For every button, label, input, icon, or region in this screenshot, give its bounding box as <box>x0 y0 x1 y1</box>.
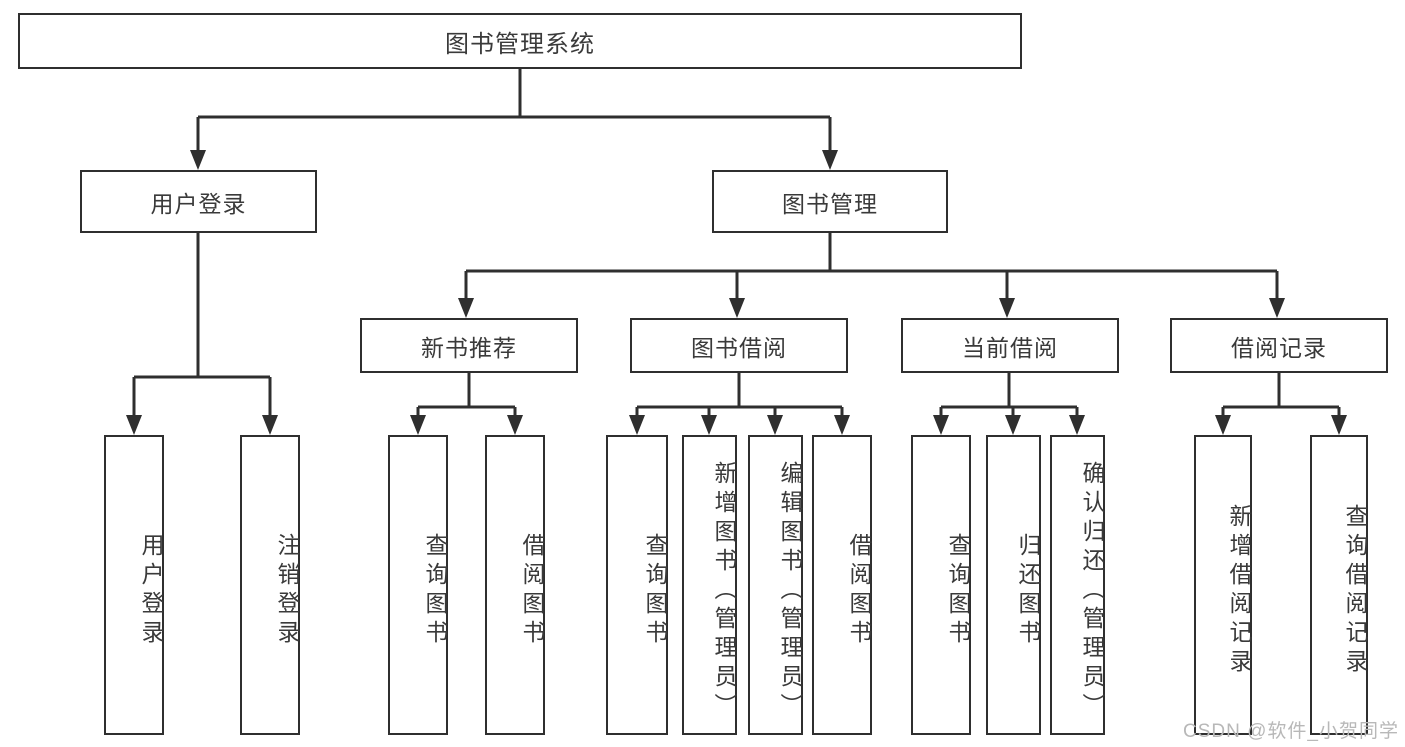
node-leaf-query-book-2[interactable]: 查询图书 <box>606 435 668 735</box>
node-label-borrow-record: 借阅记录 <box>1231 334 1327 361</box>
node-user-login[interactable]: 用户登录 <box>80 170 317 233</box>
node-leaf-edit-book[interactable]: 编辑图书（管理员） <box>748 435 803 735</box>
node-label-leaf-user-login: 用户登录 <box>138 533 164 649</box>
node-leaf-return-book[interactable]: 归还图书 <box>986 435 1041 735</box>
node-label-root: 图书管理系统 <box>445 30 595 58</box>
node-leaf-borrow-book-2[interactable]: 借阅图书 <box>812 435 872 735</box>
node-leaf-query-book-3[interactable]: 查询图书 <box>911 435 971 735</box>
node-label-leaf-query-book-2: 查询图书 <box>642 533 668 649</box>
node-label-leaf-edit-book: 编辑图书（管理员） <box>777 460 803 722</box>
connector-group-book-manage-to-level2 <box>458 233 1285 318</box>
node-label-leaf-add-book: 新增图书（管理员） <box>711 460 737 722</box>
node-label-current-borrow: 当前借阅 <box>962 334 1058 361</box>
node-borrow-record[interactable]: 借阅记录 <box>1170 318 1388 373</box>
connector-group-current-borrow-to-leaves <box>933 373 1085 435</box>
node-leaf-borrow-book-1[interactable]: 借阅图书 <box>485 435 545 735</box>
node-book-borrow[interactable]: 图书借阅 <box>630 318 848 373</box>
node-label-new-book-rec: 新书推荐 <box>421 334 517 361</box>
connector-group-book-borrow-to-leaves <box>629 373 850 435</box>
connector-group-root-to-level1 <box>190 69 838 170</box>
node-book-manage[interactable]: 图书管理 <box>712 170 948 233</box>
connector-group-new-book-rec-to-leaves <box>410 373 523 435</box>
node-label-leaf-query-book-3: 查询图书 <box>945 533 971 649</box>
node-leaf-logout[interactable]: 注销登录 <box>240 435 300 735</box>
node-leaf-query-book-1[interactable]: 查询图书 <box>388 435 448 735</box>
node-current-borrow[interactable]: 当前借阅 <box>901 318 1119 373</box>
node-label-leaf-logout: 注销登录 <box>274 533 300 649</box>
node-label-leaf-borrow-book-2: 借阅图书 <box>846 533 872 649</box>
watermark-label: CSDN @软件_小贺同学 <box>1183 721 1399 742</box>
connector-group-borrow-record-to-leaves <box>1215 373 1347 435</box>
node-leaf-add-book[interactable]: 新增图书（管理员） <box>682 435 737 735</box>
node-label-leaf-query-book-1: 查询图书 <box>422 533 448 649</box>
node-label-leaf-query-record: 查询借阅记录 <box>1342 504 1368 678</box>
node-label-leaf-return-book: 归还图书 <box>1015 533 1041 649</box>
node-label-book-borrow: 图书借阅 <box>691 334 787 361</box>
node-leaf-user-login[interactable]: 用户登录 <box>104 435 164 735</box>
node-label-leaf-confirm-return: 确认归还（管理员） <box>1079 460 1105 722</box>
node-leaf-query-record[interactable]: 查询借阅记录 <box>1310 435 1368 735</box>
node-label-leaf-borrow-book-1: 借阅图书 <box>519 533 545 649</box>
connector-group-user-login-to-leaves <box>126 233 278 435</box>
node-label-book-manage: 图书管理 <box>782 190 878 217</box>
node-leaf-confirm-return[interactable]: 确认归还（管理员） <box>1050 435 1105 735</box>
node-leaf-add-record[interactable]: 新增借阅记录 <box>1194 435 1252 735</box>
node-label-user-login: 用户登录 <box>150 190 247 217</box>
node-root[interactable]: 图书管理系统 <box>18 13 1022 69</box>
node-label-leaf-add-record: 新增借阅记录 <box>1226 504 1252 678</box>
node-new-book-rec[interactable]: 新书推荐 <box>360 318 578 373</box>
